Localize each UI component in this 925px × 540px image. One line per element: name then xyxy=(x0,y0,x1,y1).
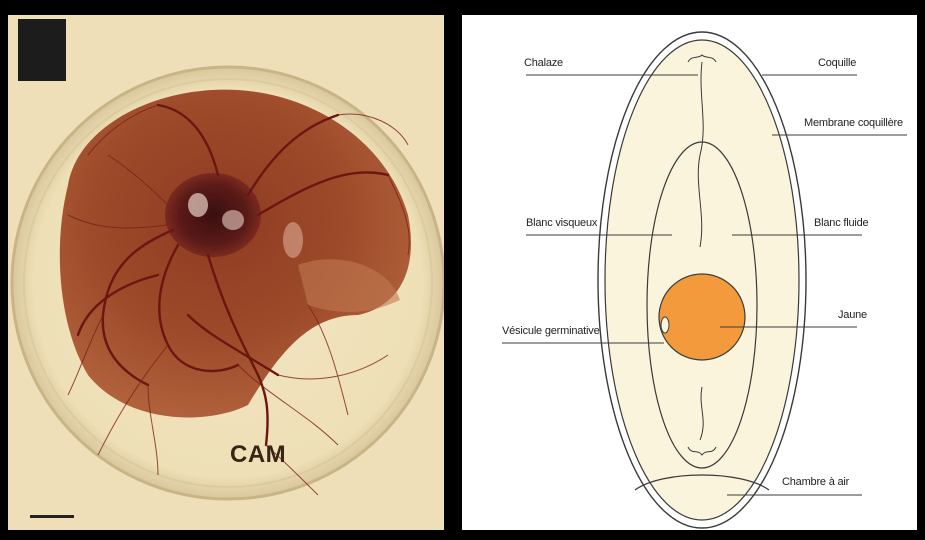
label-coquille: Coquille xyxy=(818,57,856,69)
label-chalaze: Chalaze xyxy=(524,57,563,69)
label-blanc-visqueux: Blanc visqueux xyxy=(526,217,597,229)
egg-diagram-panel: Chalaze Coquille Membrane coquillère Bla… xyxy=(462,15,917,530)
germinal-vesicle xyxy=(661,317,669,333)
cam-label: CAM xyxy=(230,441,286,469)
label-blanc-fluide: Blanc fluide xyxy=(814,217,868,229)
scale-bar xyxy=(30,515,74,518)
embryo xyxy=(165,173,261,257)
cam-photo-panel: CAM xyxy=(8,15,444,530)
label-vesicule-germinative: Vésicule germinative xyxy=(502,325,600,337)
label-jaune: Jaune xyxy=(838,309,867,321)
corner-mark xyxy=(18,19,66,81)
label-membrane-coquillere: Membrane coquillère xyxy=(804,117,903,129)
label-chambre-a-air: Chambre à air xyxy=(782,476,849,488)
egg-diagram xyxy=(462,15,917,530)
yolk xyxy=(659,274,745,360)
cam-photo xyxy=(8,15,444,530)
